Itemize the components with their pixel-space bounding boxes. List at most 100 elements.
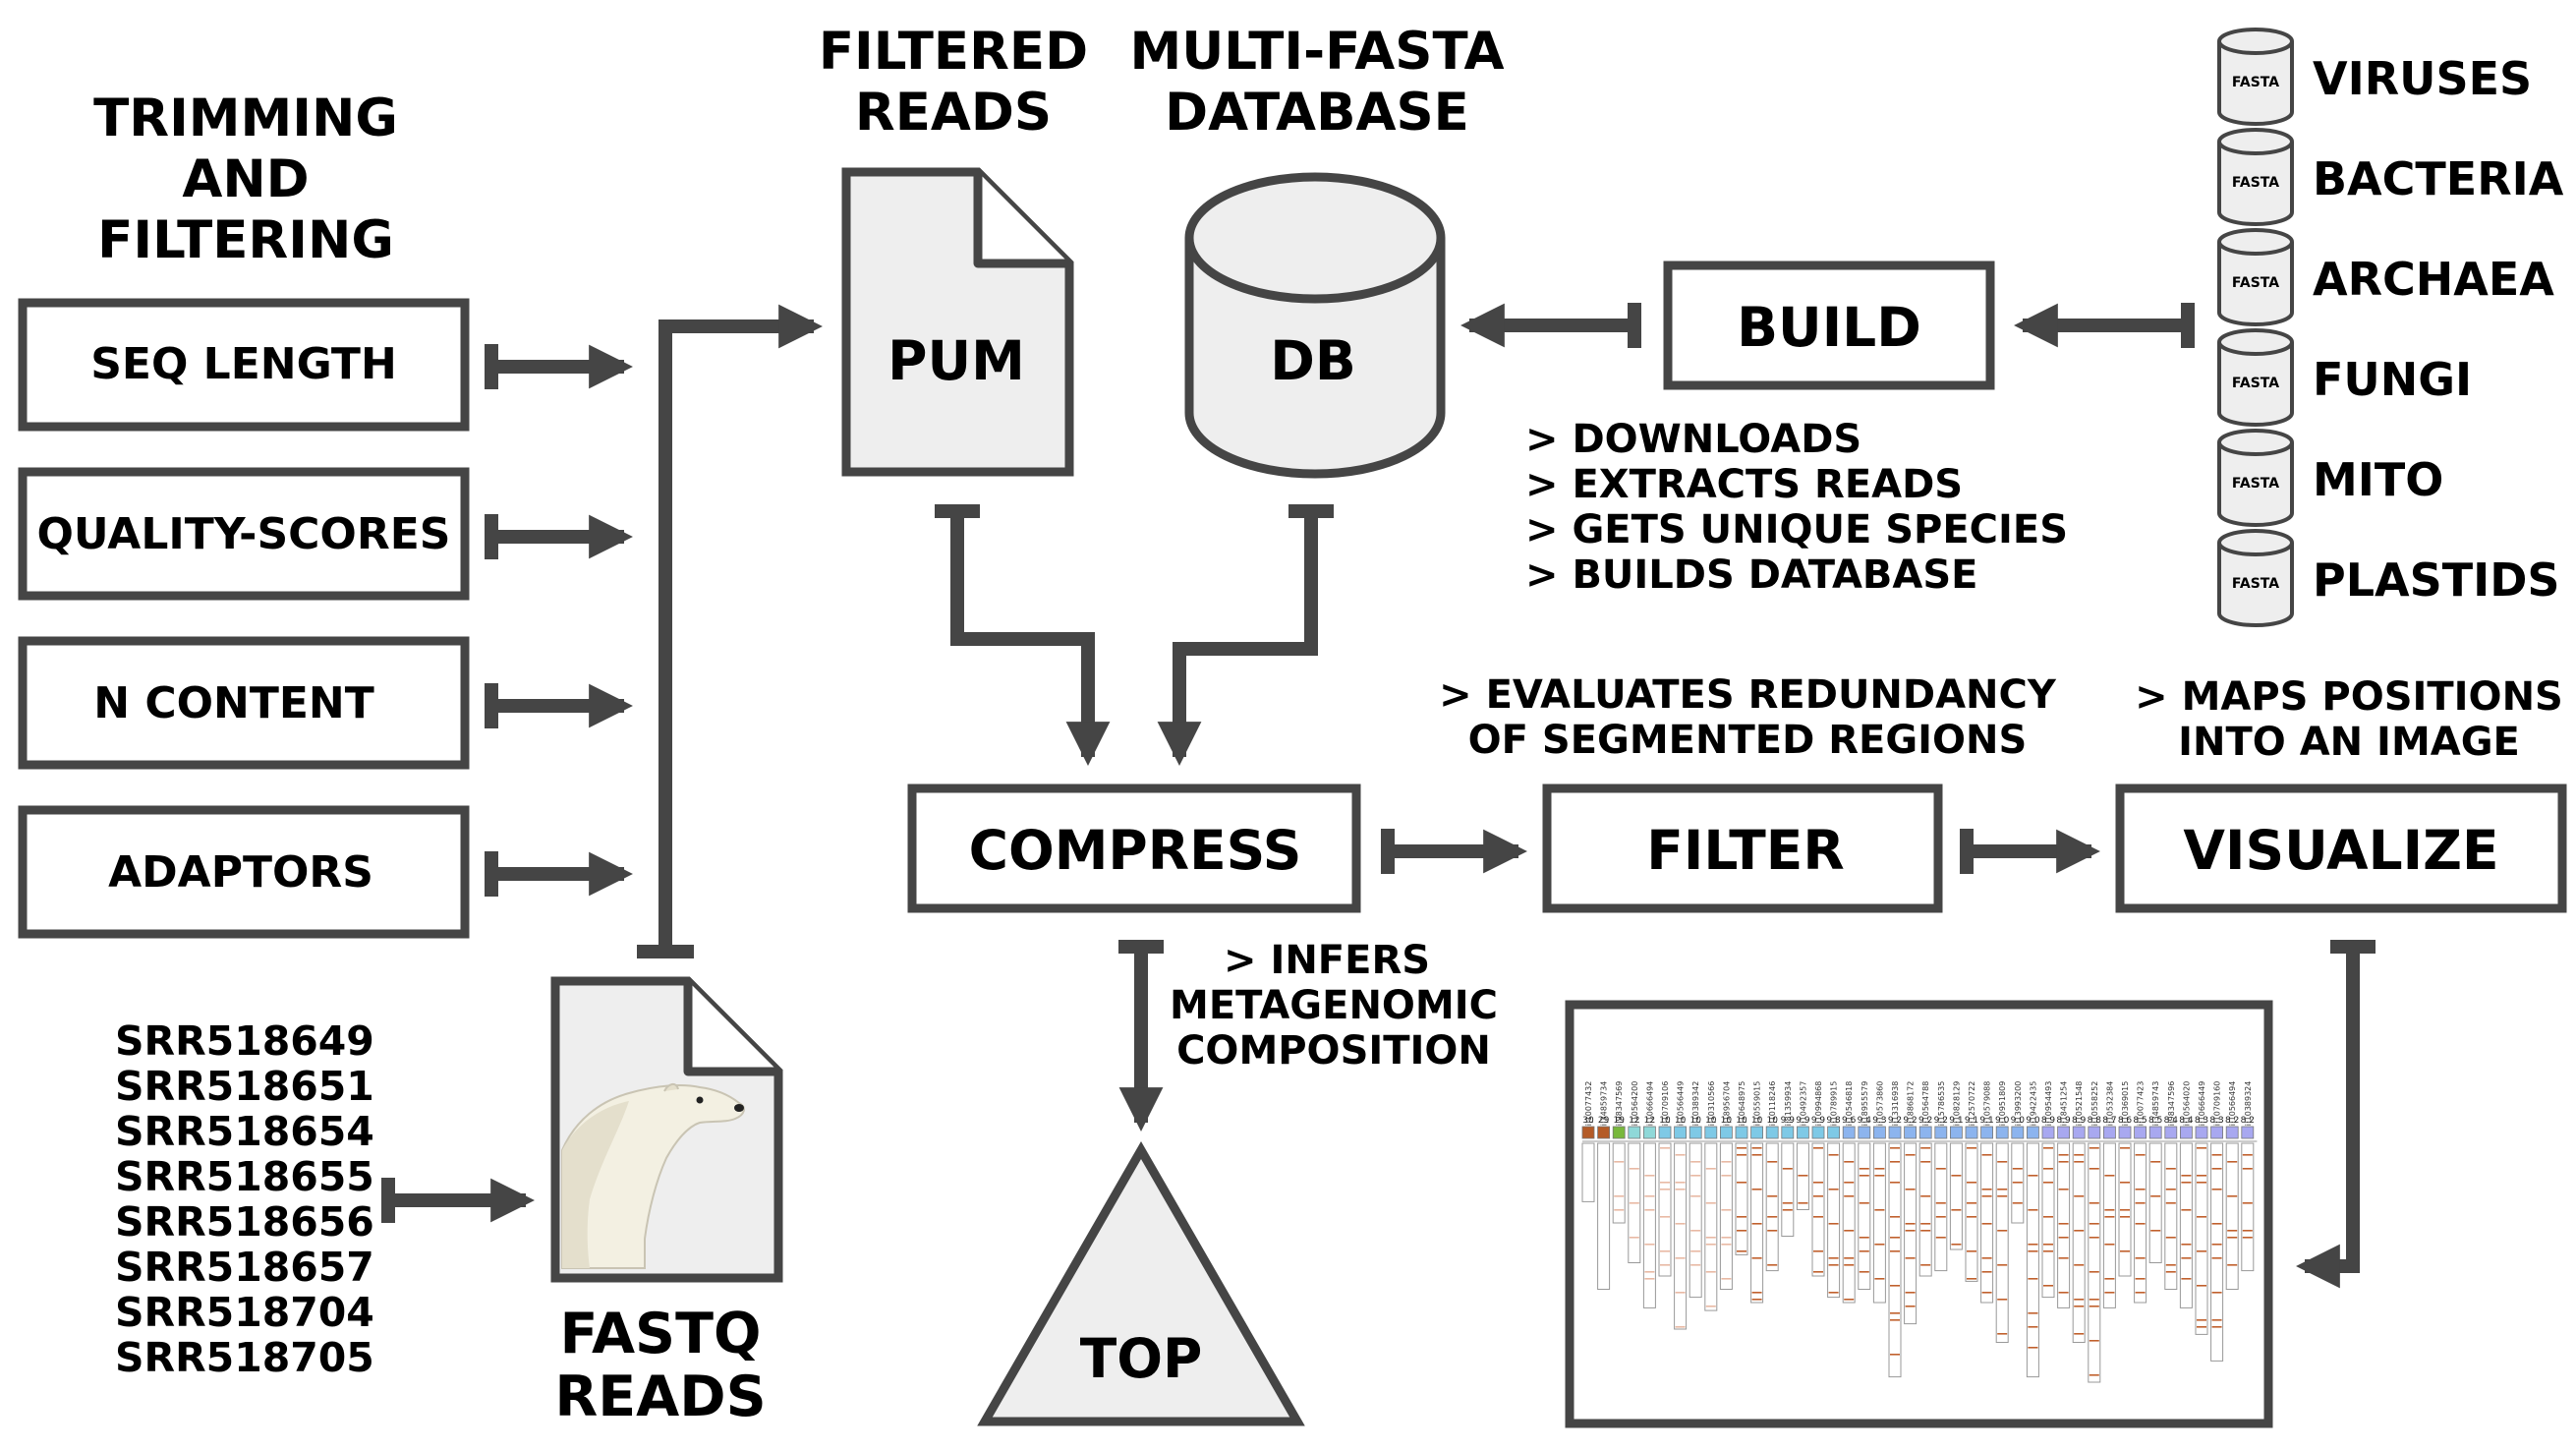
heat-tick bbox=[2211, 1244, 2222, 1246]
coverage-bar bbox=[1904, 1142, 1918, 1325]
heat-tick bbox=[1737, 1250, 1746, 1252]
heat-tick bbox=[1813, 1250, 1823, 1252]
score-swatch bbox=[1950, 1126, 1963, 1139]
database-title: MULTI-FASTA bbox=[1129, 22, 1504, 82]
heat-tick bbox=[1675, 1326, 1686, 1328]
heat-tick bbox=[1981, 1154, 1992, 1156]
heat-tick bbox=[1890, 1182, 1900, 1184]
heat-tick bbox=[2181, 1257, 2192, 1259]
score-label: 10 bbox=[1675, 1116, 1687, 1126]
sequence-id-label: gi|98347569 bbox=[1615, 1081, 1624, 1132]
score-swatch bbox=[2210, 1126, 2224, 1139]
coverage-bar bbox=[2041, 1142, 2055, 1299]
visualize-step: > MAPS POSITIONS INTO AN IMAGE VISUALIZE bbox=[2115, 674, 2567, 913]
heat-tick bbox=[2181, 1175, 2192, 1177]
heat-tick bbox=[1737, 1230, 1746, 1232]
heat-tick bbox=[2242, 1230, 2253, 1232]
heat-tick bbox=[1675, 1292, 1686, 1294]
score-label: 8.9 bbox=[2041, 1116, 2056, 1126]
coverage-bar bbox=[1597, 1142, 1611, 1290]
heat-tick bbox=[2043, 1168, 2053, 1170]
heat-tick bbox=[2135, 1278, 2146, 1280]
score-swatch bbox=[1689, 1126, 1702, 1139]
sample-id: SRR518654 bbox=[115, 1108, 374, 1155]
score-label: 9.1 bbox=[1949, 1116, 1963, 1126]
heat-tick bbox=[1721, 1209, 1732, 1211]
heat-tick bbox=[1751, 1299, 1762, 1301]
heat-tick bbox=[2150, 1230, 2161, 1232]
heat-tick bbox=[2104, 1244, 2115, 1246]
step-box bbox=[18, 298, 470, 432]
heat-tick bbox=[1813, 1271, 1823, 1273]
score-label: 8.4 bbox=[2179, 1116, 2194, 1126]
heat-tick bbox=[2120, 1147, 2130, 1149]
heat-tick bbox=[1813, 1195, 1823, 1197]
heat-tick bbox=[2012, 1168, 2023, 1170]
fasta-file-icon-top bbox=[2217, 529, 2294, 556]
heat-tick bbox=[1767, 1216, 1778, 1218]
fastq-document: FASTQ READS bbox=[550, 976, 783, 1429]
heat-tick bbox=[1782, 1209, 1793, 1211]
score-label: 9.0 bbox=[2011, 1116, 2026, 1126]
top-triangle bbox=[977, 1140, 1305, 1426]
sequence-id-label: gi|10709160 bbox=[2213, 1081, 2222, 1132]
heat-tick bbox=[2089, 1340, 2099, 1342]
sequence-id-label: gi|10573860 bbox=[1875, 1081, 1884, 1132]
sequence-id-label: gi|10558252 bbox=[2090, 1081, 2099, 1132]
score-label: 9.9 bbox=[1781, 1116, 1796, 1126]
heat-tick bbox=[1751, 1257, 1762, 1259]
fasta-badge: FASTA bbox=[2232, 376, 2279, 391]
heat-tick bbox=[1705, 1237, 1716, 1239]
score-label: 9.2 bbox=[1888, 1116, 1902, 1126]
heat-tick bbox=[2135, 1257, 2146, 1259]
sample-id: SRR518649 bbox=[115, 1017, 374, 1065]
coverage-bar bbox=[1735, 1142, 1748, 1255]
score-swatch bbox=[1873, 1126, 1886, 1139]
heat-tick bbox=[1690, 1230, 1701, 1232]
heat-tick bbox=[1890, 1161, 1900, 1163]
step-label: ADAPTORS bbox=[108, 847, 373, 898]
heat-tick bbox=[1920, 1230, 1931, 1232]
coverage-bar bbox=[2164, 1142, 2178, 1290]
sequence-id-label: gi|18451254 bbox=[2060, 1081, 2069, 1132]
heat-tick bbox=[2028, 1175, 2038, 1177]
score-label: 10 bbox=[1659, 1116, 1671, 1126]
score-label: 8.4 bbox=[2164, 1116, 2179, 1126]
heat-tick bbox=[2197, 1319, 2206, 1321]
build-arrows bbox=[1460, 303, 2195, 348]
heat-tick bbox=[2211, 1257, 2222, 1259]
heat-tick bbox=[2227, 1230, 2238, 1232]
sequence-id-label: gi|19422435 bbox=[2029, 1081, 2037, 1132]
coverage-bar bbox=[1689, 1142, 1702, 1299]
heat-tick bbox=[2028, 1347, 2038, 1349]
heat-tick bbox=[2074, 1333, 2085, 1335]
heat-tick bbox=[1828, 1154, 1839, 1156]
score-label: 9.6 bbox=[1842, 1116, 1857, 1126]
heat-tick bbox=[2043, 1147, 2053, 1149]
trimming-title-line: TRIMMING bbox=[93, 88, 398, 148]
heat-tick bbox=[1890, 1147, 1900, 1149]
heat-tick bbox=[2211, 1223, 2222, 1225]
heat-tick bbox=[2074, 1264, 2085, 1266]
heat-tick bbox=[1660, 1189, 1670, 1190]
heat-tick bbox=[1813, 1216, 1823, 1218]
score-swatch bbox=[2118, 1126, 2132, 1139]
step-arrows bbox=[485, 344, 633, 897]
heat-tick bbox=[1737, 1147, 1746, 1149]
heat-tick bbox=[1920, 1195, 1931, 1197]
heat-tick bbox=[2197, 1175, 2206, 1177]
score-label: 9.2 bbox=[1903, 1116, 1917, 1126]
score-swatch bbox=[1581, 1126, 1595, 1139]
heat-tick bbox=[2074, 1161, 2085, 1163]
score-swatch bbox=[2148, 1126, 2162, 1139]
fasta-badge: FASTA bbox=[2232, 576, 2279, 592]
filter-box bbox=[1542, 784, 1943, 913]
build-box bbox=[1663, 261, 1995, 390]
source-label: BACTERIA bbox=[2313, 152, 2564, 205]
coverage-bar bbox=[1642, 1142, 1656, 1308]
sequence-id-label: gi|12570722 bbox=[1968, 1081, 1976, 1132]
heat-tick bbox=[1721, 1175, 1732, 1177]
heat-tick bbox=[2058, 1292, 2069, 1294]
heat-tick bbox=[2089, 1237, 2099, 1239]
sequence-id-label: gi|10709106 bbox=[1661, 1081, 1670, 1132]
